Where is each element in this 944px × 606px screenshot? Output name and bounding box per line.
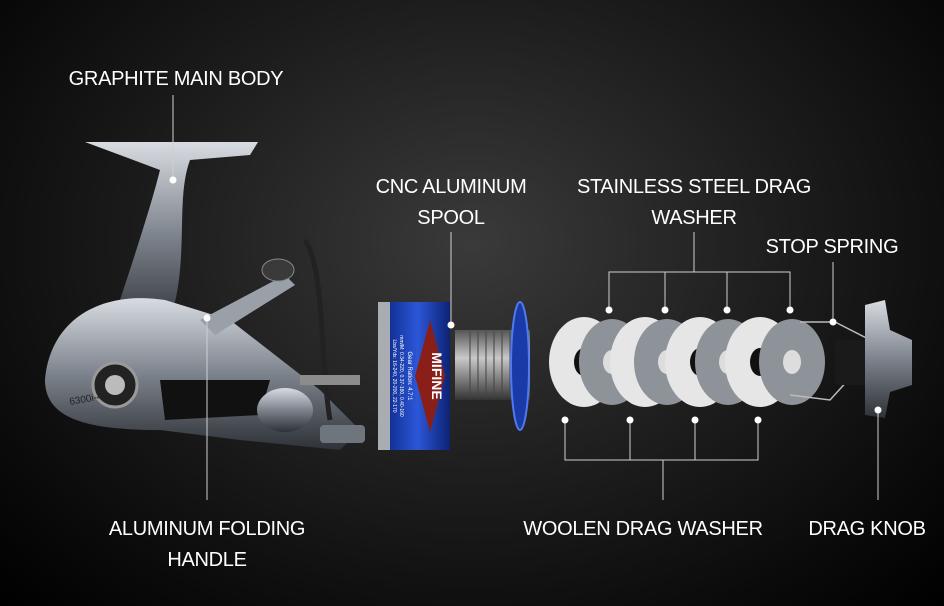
label-stop-spring: STOP SPRING xyxy=(766,232,899,263)
label-text: SPOOL xyxy=(417,207,485,229)
spool-gear-text: Gear Ration: 4.7:1 xyxy=(406,351,412,401)
leader-dots xyxy=(169,176,882,424)
reel-body: 6300i-4 xyxy=(45,142,365,450)
label-cnc-aluminum-spool: CNC ALUMINUM SPOOL xyxy=(376,172,527,234)
spool-brand: MIFINE xyxy=(429,352,445,399)
label-text: HANDLE xyxy=(167,549,247,571)
label-text: STOP SPRING xyxy=(765,236,899,258)
drag-washers xyxy=(549,317,825,407)
label-text: CNC ALUMINUM xyxy=(375,176,527,198)
label-graphite-main-body: GRAPHITE MAIN BODY xyxy=(69,64,284,95)
label-drag-knob: DRAG KNOB xyxy=(808,514,926,545)
steel-washer xyxy=(759,319,825,405)
label-text: STAINLESS STEEL DRAG xyxy=(576,176,812,198)
spool-lbs-text: Lbs/Yds: 16-240, 20-200, 22-170 xyxy=(391,339,397,412)
label-text: WASHER xyxy=(651,207,737,229)
spool: MIFINE Gear Ration: 4.7:1 mm/M: 0.34-220… xyxy=(378,301,530,450)
label-text: GRAPHITE MAIN BODY xyxy=(68,68,284,90)
label-woolen-drag-washer: WOOLEN DRAG WASHER xyxy=(523,514,763,545)
label-aluminum-folding-handle: ALUMINUM FOLDING HANDLE xyxy=(108,514,306,576)
label-stainless-steel-washer: STAINLESS STEEL DRAG WASHER xyxy=(577,172,811,234)
leader-lines xyxy=(172,95,879,500)
drag-knob xyxy=(835,300,912,418)
label-text: ALUMINUM FOLDING xyxy=(108,518,306,540)
label-text: DRAG KNOB xyxy=(808,518,926,540)
spool-mm-text: mm/M: 0.34-220, 0.37-180, 0.40-160 xyxy=(398,335,404,417)
label-text: WOOLEN DRAG WASHER xyxy=(523,518,763,540)
